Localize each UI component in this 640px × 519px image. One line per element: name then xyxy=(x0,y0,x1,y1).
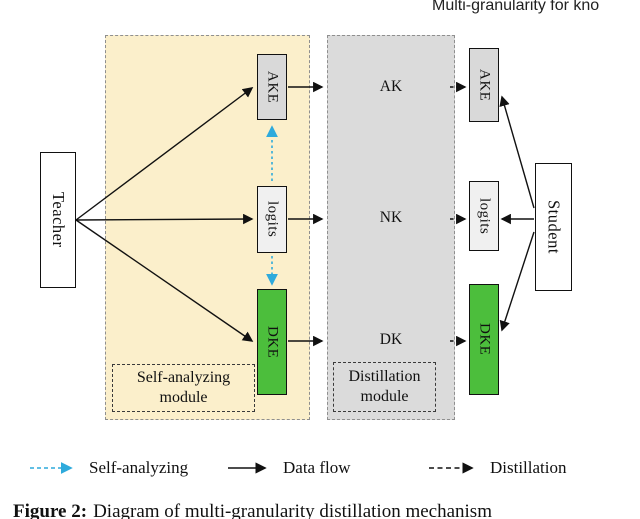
legend-self-analyzing-arrow-icon xyxy=(30,462,73,474)
teacher-dke-box: DKE xyxy=(257,289,287,395)
teacher-logits-label: logits xyxy=(264,201,281,238)
self-analyzing-label-line1: Self-analyzing xyxy=(136,369,231,386)
student-dke-label: DKE xyxy=(476,323,493,356)
student-box: Student xyxy=(535,163,572,291)
teacher-box: Teacher xyxy=(40,152,76,288)
distillation-label-line2: module xyxy=(360,388,409,405)
legend-self-analyzing-label: Self-analyzing xyxy=(89,458,189,477)
distillation-module xyxy=(327,35,455,420)
student-label: Student xyxy=(544,200,564,254)
distillation-label-line1: Distillation xyxy=(348,368,421,385)
nk-label: NK xyxy=(379,209,403,226)
distillation-module-label: Distillation module xyxy=(333,362,436,412)
legend-data-flow-arrow-icon xyxy=(228,462,267,474)
legend-distillation-label: Distillation xyxy=(490,458,567,477)
page-header-text: Multi-granularity for kno xyxy=(432,0,600,14)
teacher-ake-label: AKE xyxy=(264,70,281,104)
figure-caption-number: Figure 2: xyxy=(13,501,88,519)
legend-data-flow-label: Data flow xyxy=(283,458,351,477)
dk-label: DK xyxy=(379,331,403,348)
figure-caption: Figure 2: Diagram of multi-granularity di… xyxy=(13,501,492,519)
legend-distillation-arrow-icon xyxy=(429,462,474,474)
teacher-dke-label: DKE xyxy=(264,325,281,359)
figure-caption-text: Diagram of multi-granularity distillatio… xyxy=(93,501,492,519)
arrow-student-to-ake xyxy=(499,95,535,209)
legend-item-distillation: Distillation xyxy=(427,458,567,478)
student-dke-box: DKE xyxy=(469,284,499,395)
teacher-ake-box: AKE xyxy=(257,54,287,120)
self-analyzing-module-label: Self-analyzing module xyxy=(112,364,255,412)
arrow-student-to-dke xyxy=(499,231,535,332)
student-ake-box: AKE xyxy=(469,48,499,122)
self-analyzing-label-line2: module xyxy=(159,389,208,406)
student-logits-box: logits xyxy=(469,181,499,251)
teacher-logits-box: logits xyxy=(257,186,287,253)
teacher-label: Teacher xyxy=(49,192,68,248)
student-ake-label: AKE xyxy=(476,68,493,102)
legend-item-self-analyzing: Self-analyzing xyxy=(28,458,188,478)
legend-item-data-flow: Data flow xyxy=(226,458,351,478)
student-logits-label: logits xyxy=(476,197,493,235)
ak-label: AK xyxy=(379,78,403,95)
